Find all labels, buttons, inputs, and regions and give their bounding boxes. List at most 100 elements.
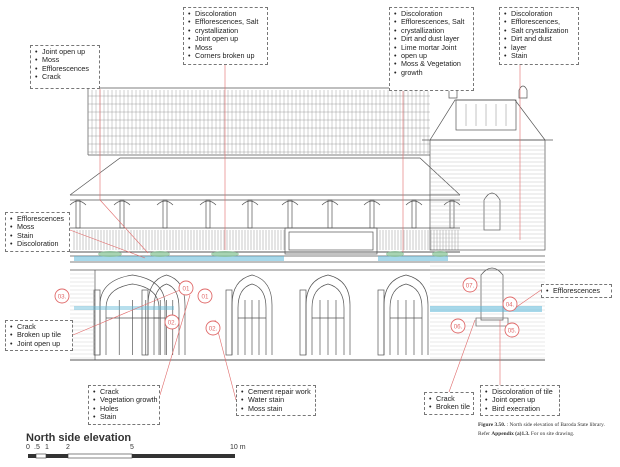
- annotation-item: open up: [394, 51, 470, 61]
- annotation-item: Joint open up: [485, 395, 556, 405]
- annotation-item: Discoloration: [188, 9, 264, 19]
- annotation-item: Corners broken up: [188, 51, 264, 61]
- defect-marker-label: 02.: [209, 325, 218, 332]
- annotation-item: Holes: [93, 404, 156, 414]
- drawing-title: North side elevation: [26, 432, 132, 444]
- leader-line: [99, 89, 149, 254]
- annotation-item: Joint open up: [10, 339, 69, 349]
- annotation-item: Stain: [504, 51, 575, 61]
- annotation-item: Bird execration: [485, 404, 556, 414]
- annotation-box-n3: DiscolorationEfflorescences, Saltcrystal…: [389, 7, 474, 91]
- annotation-item: Lime mortar Joint: [394, 43, 470, 53]
- annotation-list: Cement repair workWater stainMoss stain: [240, 387, 312, 414]
- annotation-item: growth: [394, 68, 470, 78]
- annotation-item: Discoloration: [394, 9, 470, 19]
- annotation-box-n5: EfflorescencesMossStainDiscoloration: [5, 212, 70, 252]
- scale-tick-2: 2: [66, 444, 70, 451]
- annotation-item: Efflorescences: [546, 286, 608, 296]
- defect-marker: 03.: [54, 288, 70, 304]
- scale-tick-0: 0: [26, 444, 30, 451]
- defect-marker-label: 02.: [168, 319, 177, 326]
- defect-marker: 07.: [462, 277, 478, 293]
- annotation-list: CrackBroken tile: [428, 394, 470, 412]
- annotation-item: Broken up tile: [10, 330, 69, 340]
- annotation-item: Water stain: [241, 395, 312, 405]
- annotation-item: Discoloration: [504, 9, 575, 19]
- defect-marker-label: 06.: [454, 323, 463, 330]
- annotation-item: Crack: [429, 394, 470, 404]
- figure-text: : North side elevation of Baroda State l…: [506, 422, 605, 428]
- refer-prefix: Refer: [478, 430, 490, 437]
- annotation-item: Moss: [10, 222, 66, 232]
- annotation-list: Joint open upMossEfflorescencesCrack: [34, 47, 96, 82]
- annotation-item: layer: [504, 43, 575, 53]
- annotation-item: Joint open up: [188, 34, 264, 44]
- defect-marker: 01: [178, 280, 194, 296]
- defect-marker: 06.: [450, 318, 466, 334]
- annotation-item: Vegetation growth: [93, 395, 158, 405]
- leader-line: [514, 289, 542, 309]
- annotation-item: Crack: [35, 72, 96, 82]
- defect-marker-label: 04.: [506, 301, 515, 308]
- annotation-box-n2: DiscolorationEfflorescences, Saltcrystal…: [183, 7, 268, 65]
- defect-marker: 04.: [502, 296, 518, 312]
- annotation-box-n1: Joint open upMossEfflorescencesCrack: [30, 45, 100, 89]
- annotation-item: Efflorescences, Salt: [188, 17, 264, 27]
- annotation-item: Discoloration of tile: [485, 387, 556, 397]
- annotation-item: Discoloration: [10, 239, 66, 249]
- scale-tick-1: 1: [45, 444, 49, 451]
- annotation-list: EfflorescencesMossStainDiscoloration: [9, 214, 66, 249]
- annotation-item: Stain: [93, 412, 156, 422]
- annotation-item: Moss & Vegetation: [394, 60, 470, 70]
- annotation-list: Discoloration of tileJoint open upBird e…: [484, 387, 556, 414]
- annotation-item: Cement repair work: [241, 387, 312, 397]
- annotation-box-n6: Efflorescences: [541, 284, 612, 299]
- refer-bold: Appendix (a)1.3.: [491, 430, 530, 437]
- defect-marker-label: 01: [183, 285, 190, 292]
- figure-ref: Figure 3.50.: [478, 422, 506, 428]
- defect-marker: 05.: [504, 322, 520, 338]
- scale-tick-half: .5: [34, 444, 40, 451]
- annotation-item: crystallization: [188, 26, 264, 36]
- defect-marker-label: 03.: [58, 293, 67, 300]
- defect-marker: 02.: [164, 314, 180, 330]
- refer-text: For on site drawing.: [530, 430, 575, 437]
- annotation-list: CrackVegetation growthHolesStain: [92, 387, 158, 422]
- leader-line: [72, 289, 181, 336]
- leader-line: [69, 229, 146, 259]
- annotation-item: Efflorescences: [10, 214, 66, 224]
- annotation-list: Efflorescences: [545, 286, 608, 296]
- scale-tick-5: 5: [130, 444, 134, 451]
- annotation-item: Efflorescences: [35, 64, 96, 74]
- defect-marker-label: 05.: [508, 327, 517, 334]
- annotation-box-n9: Cement repair workWater stainMoss stain: [236, 385, 316, 417]
- annotation-item: Efflorescences,: [504, 17, 575, 27]
- defect-marker: 01: [197, 288, 213, 304]
- annotation-item: Dirt and dust: [504, 34, 575, 44]
- annotation-item: Broken tile: [429, 402, 470, 412]
- leader-line: [448, 319, 476, 393]
- annotation-list: DiscolorationEfflorescences, Saltcrystal…: [187, 9, 264, 61]
- annotation-item: Salt crystallization: [504, 26, 575, 36]
- defect-marker-label: 07.: [466, 282, 475, 289]
- annotation-item: Moss stain: [241, 404, 312, 414]
- annotation-item: Stain: [10, 231, 66, 241]
- annotation-box-n7: CrackBroken up tileJoint open up: [5, 320, 73, 352]
- scale-tick-10: 10 m: [230, 444, 246, 451]
- annotation-item: Joint open up: [35, 47, 96, 57]
- defect-marker: 02.: [205, 320, 221, 336]
- annotation-box-n4: DiscolorationEfflorescences,Salt crystal…: [499, 7, 579, 65]
- annotation-item: Dirt and dust layer: [394, 34, 470, 44]
- annotation-box-n8: CrackVegetation growthHolesStain: [88, 385, 160, 425]
- leader-line: [214, 319, 237, 401]
- annotation-item: Crack: [93, 387, 156, 397]
- annotation-item: Efflorescences, Salt: [394, 17, 470, 27]
- annotation-box-n11: Discoloration of tileJoint open upBird e…: [480, 385, 560, 417]
- leader-line: [159, 294, 191, 396]
- scale-bar: [28, 453, 235, 459]
- annotation-item: Moss: [35, 55, 96, 65]
- annotation-item: crystallization: [394, 26, 470, 36]
- annotation-list: DiscolorationEfflorescences, Saltcrystal…: [393, 9, 470, 78]
